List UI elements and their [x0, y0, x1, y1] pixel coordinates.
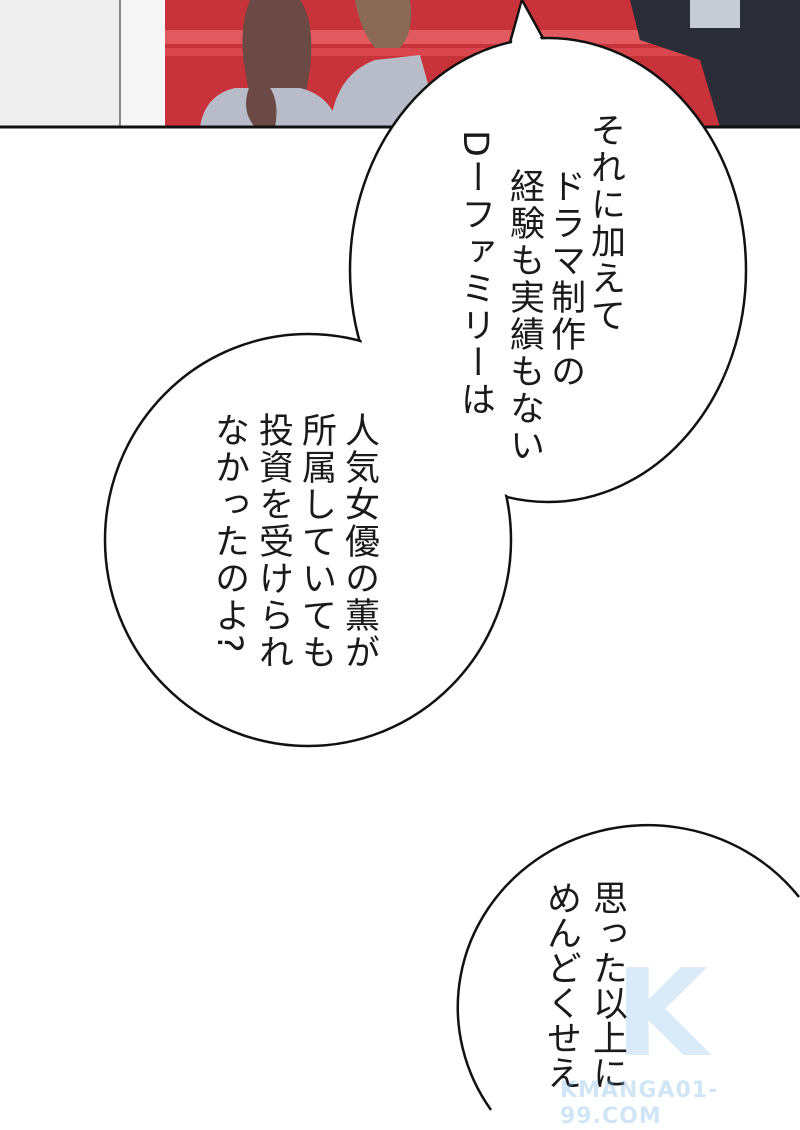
bubble-3-line-1: 思った以上に [587, 880, 627, 1090]
watermark-text: KMANGA01-99.COM [560, 1078, 719, 1129]
bubble-2-line-4: なかったのよ? [209, 412, 249, 655]
bubble-2-line-3: 投資を受けられ [253, 412, 293, 671]
bubble-1-line-4: Dーファミリーは [455, 130, 495, 418]
bubble-1-line-2: ドラマ制作の [545, 168, 585, 390]
bubble-1-line-3: 経験も実績もない [504, 168, 544, 464]
watermark-logo: K [615, 945, 708, 1084]
top-panel-illustration [0, 0, 800, 129]
bubble-3 [456, 824, 800, 1111]
bubble-2-line-1: 人気女優の薫が [339, 412, 379, 671]
bubble-2-line-2: 所属していても [296, 412, 336, 671]
bubble-1-line-1: それに加えて [585, 112, 625, 334]
bubble-3-line-2: めんどくせえ [541, 880, 581, 1090]
